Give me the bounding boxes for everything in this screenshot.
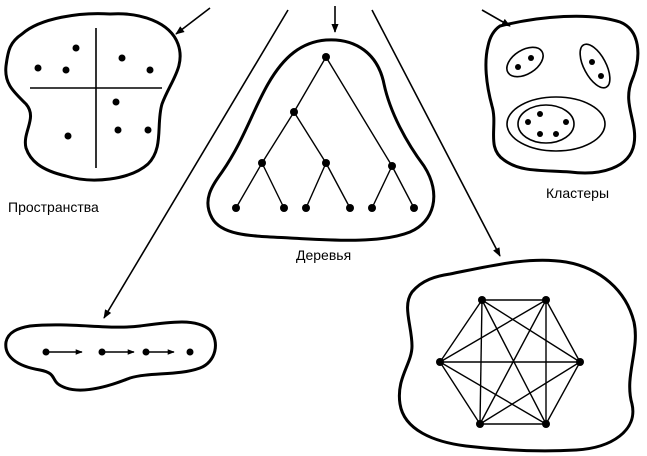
cluster-ellipse-inner bbox=[517, 104, 575, 144]
chain-node bbox=[42, 348, 50, 356]
graph-node bbox=[542, 296, 550, 304]
tree-edges bbox=[235, 56, 415, 209]
arrow-to-graph bbox=[371, 9, 501, 257]
tree-edge bbox=[305, 162, 327, 209]
arrow-to-chain bbox=[103, 9, 289, 319]
graph-node bbox=[478, 296, 486, 304]
clusters-region: Кластеры bbox=[484, 14, 640, 201]
trees-label: Деревья bbox=[296, 247, 351, 263]
graph-node bbox=[436, 358, 444, 366]
tree-nodes bbox=[232, 53, 418, 212]
graph-edge bbox=[439, 299, 483, 363]
spaces-point bbox=[62, 66, 70, 74]
chain-sequence bbox=[42, 348, 194, 356]
cluster-point bbox=[537, 131, 543, 137]
tree-edge bbox=[325, 162, 351, 209]
cluster-point bbox=[598, 73, 604, 79]
graph-edge bbox=[479, 361, 581, 425]
tree-edge bbox=[261, 111, 295, 164]
tree-node bbox=[322, 159, 330, 167]
cluster-point bbox=[515, 64, 521, 70]
tree-leaf-node bbox=[280, 204, 288, 212]
spaces-region: Пространства bbox=[4, 12, 182, 215]
tree-leaf-node bbox=[346, 204, 354, 212]
graph-boundary bbox=[397, 258, 637, 453]
graph-node bbox=[576, 358, 584, 366]
cluster-point bbox=[589, 59, 595, 65]
clusters-label: Кластеры bbox=[546, 185, 609, 201]
graph-nodes bbox=[436, 296, 584, 428]
trees-boundary bbox=[206, 38, 436, 242]
tree-leaf-node bbox=[302, 204, 310, 212]
spaces-point bbox=[146, 66, 154, 74]
spaces-boundary bbox=[4, 12, 182, 182]
tree-edge bbox=[293, 56, 327, 113]
spaces-points bbox=[34, 44, 154, 140]
trees-region: Деревья bbox=[206, 38, 436, 263]
tree-edge bbox=[261, 162, 285, 209]
spaces-point bbox=[114, 126, 122, 134]
spaces-point bbox=[64, 132, 72, 140]
graph-edge bbox=[545, 299, 581, 363]
tree-node bbox=[290, 108, 298, 116]
tree-root-node bbox=[322, 53, 330, 61]
cluster-ellipse bbox=[579, 43, 611, 89]
tree-edge bbox=[293, 111, 327, 164]
graph-edge bbox=[439, 361, 481, 425]
chain-boundary bbox=[4, 320, 217, 392]
tree-leaf-node bbox=[232, 204, 240, 212]
arrows bbox=[103, 6, 511, 319]
spaces-point bbox=[34, 64, 42, 72]
graph-node bbox=[476, 420, 484, 428]
arrow-to-clusters bbox=[481, 9, 511, 27]
spaces-point bbox=[72, 44, 80, 52]
spaces-label: Пространства bbox=[8, 199, 99, 215]
clusters-boundary bbox=[484, 14, 640, 175]
graph-edge bbox=[439, 299, 547, 363]
chain-node bbox=[142, 348, 150, 356]
chain-node bbox=[186, 348, 194, 356]
tree-leaf-node bbox=[410, 204, 418, 212]
chain-region bbox=[4, 320, 217, 392]
spaces-point bbox=[144, 126, 152, 134]
graph-edges bbox=[439, 299, 581, 425]
cluster-point bbox=[528, 55, 534, 61]
graph-node bbox=[542, 420, 550, 428]
graph-edge bbox=[439, 361, 547, 425]
tree-node bbox=[388, 162, 396, 170]
graph-edge bbox=[481, 299, 581, 363]
spaces-point bbox=[112, 98, 120, 106]
spaces-point bbox=[118, 54, 126, 62]
tree-edge bbox=[325, 56, 393, 167]
cluster-point bbox=[563, 119, 569, 125]
arrow-to-spaces bbox=[175, 7, 211, 35]
tree-edge bbox=[235, 162, 263, 209]
tree-edge bbox=[371, 165, 393, 209]
tree-node bbox=[258, 159, 266, 167]
cluster-ellipse bbox=[506, 46, 544, 78]
tree-edge bbox=[391, 165, 415, 209]
cluster-point bbox=[553, 131, 559, 137]
chain-node bbox=[98, 348, 106, 356]
cluster-ellipse-outer bbox=[506, 96, 606, 152]
tree-leaf-node bbox=[368, 204, 376, 212]
cluster-point bbox=[537, 111, 543, 117]
graph-region bbox=[397, 258, 637, 453]
cluster-point bbox=[525, 119, 531, 125]
graph-edge bbox=[545, 361, 581, 425]
